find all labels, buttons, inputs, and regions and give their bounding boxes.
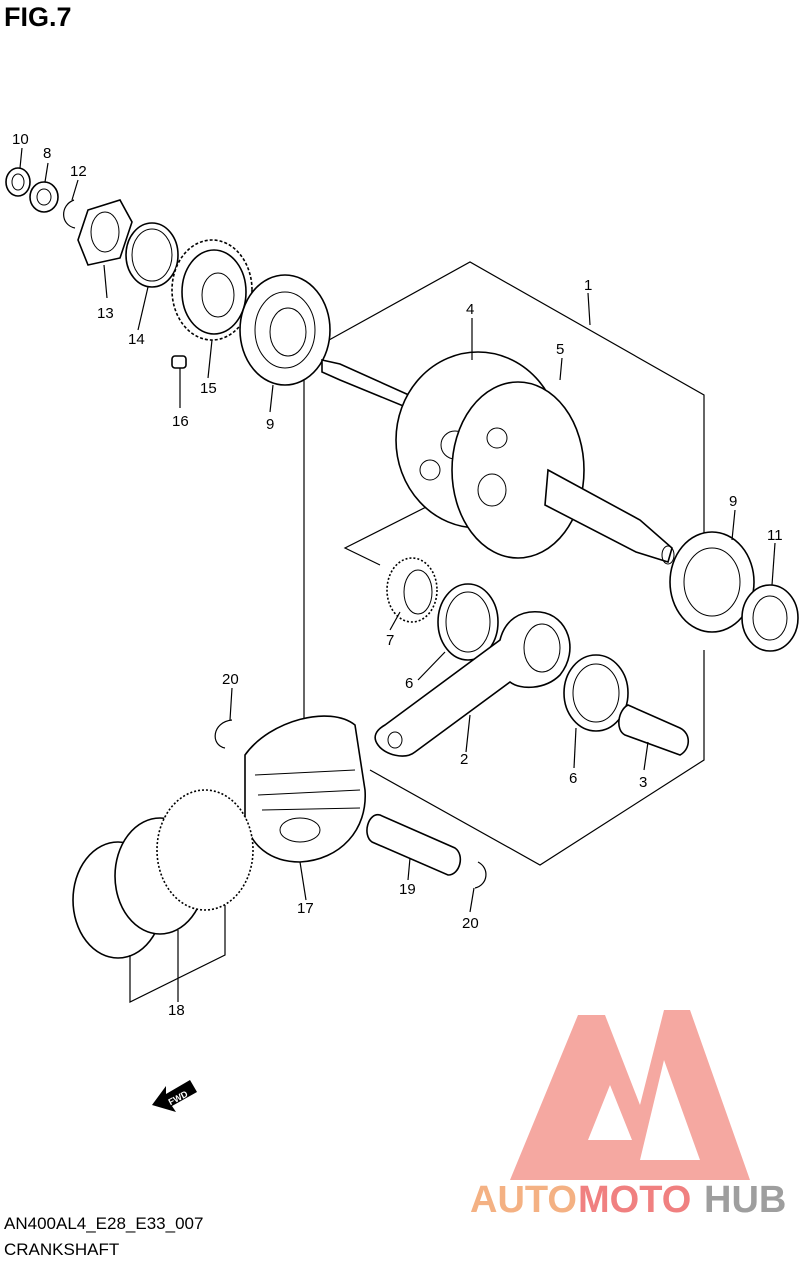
part-9-bearing-right [669, 531, 755, 633]
callout-13: 13 [97, 305, 114, 322]
callout-14: 14 [128, 331, 145, 348]
callout-11: 11 [767, 527, 783, 544]
callout-7: 7 [386, 632, 394, 649]
callout-19: 19 [399, 881, 416, 898]
callout-20-lower: 20 [462, 915, 479, 932]
part-19-piston-pin [366, 814, 462, 876]
part-6-washer-upper [437, 583, 499, 661]
part-15-gear [171, 239, 253, 341]
part-7-needle-bearing [386, 557, 438, 623]
part-20-circlip-lower [474, 861, 487, 889]
callout-1: 1 [584, 277, 592, 294]
watermark-moto: MOTO [578, 1179, 691, 1221]
part-3-crank-pin [618, 704, 690, 756]
callout-3: 3 [639, 774, 647, 791]
callout-10: 10 [12, 131, 29, 148]
part-18-piston-rings [72, 789, 254, 1003]
part-6-washer-lower [563, 654, 629, 732]
callout-5: 5 [556, 341, 564, 358]
part-10-oil-seal [5, 167, 31, 197]
callout-8: 8 [43, 145, 51, 162]
part-9-bearing-left [239, 274, 331, 386]
callout-2: 2 [460, 751, 468, 768]
fwd-arrow-icon: FWD [152, 1080, 197, 1112]
diagram-code: AN400AL4_E28_E33_007 [4, 1214, 204, 1233]
callout-16: 16 [172, 413, 189, 430]
part-2-connecting-rod [374, 611, 571, 757]
callout-6-lower: 6 [569, 770, 577, 787]
callout-20-upper: 20 [222, 671, 239, 688]
part-8-bearing [29, 181, 59, 213]
watermark-auto: AUTO [470, 1179, 577, 1221]
callout-9-right: 9 [729, 493, 737, 510]
callout-18: 18 [168, 1002, 185, 1019]
leader-lines [19, 147, 776, 913]
part-12-circlip [63, 199, 76, 229]
part-20-circlip-upper [214, 719, 233, 749]
callout-12: 12 [70, 163, 87, 180]
callout-9-left: 9 [266, 416, 274, 433]
callout-4: 4 [466, 301, 474, 318]
part-17-piston [244, 715, 366, 863]
part-14-washer [125, 222, 179, 288]
part-4-5-crankshaft [321, 351, 675, 565]
watermark-hub: HUB [704, 1179, 786, 1221]
callout-17: 17 [297, 900, 314, 917]
section-name: CRANKSHAFT [4, 1240, 120, 1259]
part-16-key [171, 355, 187, 369]
automotohub-logo [510, 1010, 750, 1180]
automotohub-watermark: AUTO MOTO HUB [470, 1179, 786, 1221]
part-13-nut [77, 199, 133, 266]
callout-6-upper: 6 [405, 675, 413, 692]
figure-title: FIG.7 [4, 2, 72, 32]
callout-15: 15 [200, 380, 217, 397]
part-11-oil-seal [741, 584, 799, 652]
assembly-outline [303, 261, 705, 866]
